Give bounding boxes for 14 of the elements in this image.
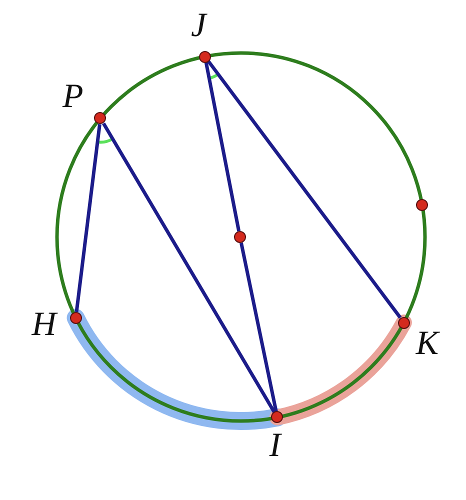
line-segment	[74, 124, 102, 312]
line-segment	[207, 60, 402, 319]
point-label: P	[62, 80, 84, 114]
point-label: I	[269, 429, 281, 464]
point-dot	[416, 199, 428, 212]
line-segment	[102, 122, 276, 414]
line-segment	[204, 62, 241, 232]
point-label: K	[416, 326, 439, 361]
line-segment	[240, 242, 278, 412]
point-dot	[94, 112, 106, 124]
point-label: J	[190, 8, 206, 43]
point-label: H	[32, 308, 56, 342]
point-dot	[198, 50, 211, 63]
point-dot	[234, 231, 246, 243]
